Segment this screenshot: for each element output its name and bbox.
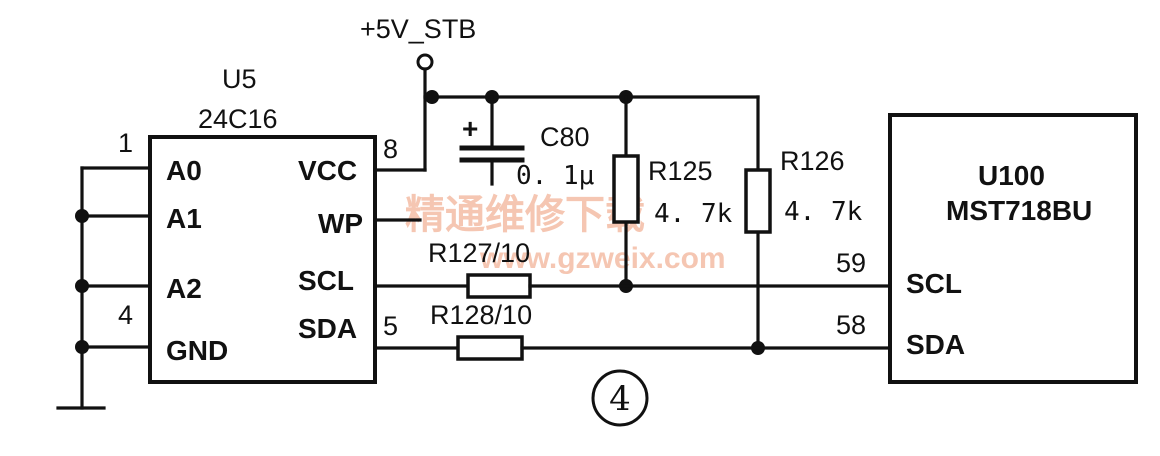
u5-pin-a0: A0 bbox=[166, 155, 202, 186]
junction-supply-1 bbox=[425, 90, 439, 104]
u100-ref: U100 bbox=[978, 160, 1045, 191]
u5-pin-scl: SCL bbox=[298, 265, 354, 296]
c80-ref: C80 bbox=[540, 122, 590, 152]
u5-pin4-number: 4 bbox=[118, 300, 133, 330]
r125-resistor bbox=[612, 154, 640, 224]
u100-pin59-number: 59 bbox=[836, 248, 866, 278]
power-terminal bbox=[416, 53, 434, 71]
u5-part: 24C16 bbox=[198, 104, 278, 134]
c80-value: 0. 1μ bbox=[516, 161, 594, 191]
u5-pin-vcc: VCC bbox=[298, 155, 357, 186]
u5-pin-a1: A1 bbox=[166, 203, 202, 234]
watermark-text: 精通维修下载 bbox=[405, 192, 645, 238]
r128-resistor bbox=[456, 335, 524, 361]
junction-a1 bbox=[75, 209, 89, 223]
r128-label: R128/10 bbox=[430, 300, 532, 330]
watermark-url: www.gzweix.com bbox=[479, 242, 726, 275]
u5-pin-wp: WP bbox=[318, 208, 363, 239]
u5-chip-body bbox=[148, 135, 377, 384]
r126-resistor bbox=[744, 168, 772, 234]
u100-pin-scl: SCL bbox=[906, 268, 962, 299]
figure-number: 4 bbox=[609, 379, 631, 419]
u5-pin5-number: 5 bbox=[383, 311, 398, 341]
u5-pin-a2: A2 bbox=[166, 273, 202, 304]
figure-number-circle bbox=[591, 369, 649, 427]
junction-gnd bbox=[75, 340, 89, 354]
u5-ref: U5 bbox=[222, 64, 257, 94]
r127-resistor bbox=[466, 273, 532, 299]
u100-pin-sda: SDA bbox=[906, 329, 965, 360]
c80-polarity: + bbox=[462, 113, 478, 144]
r126-value: 4. 7k bbox=[784, 197, 863, 227]
u5-pin1-number: 1 bbox=[118, 128, 133, 158]
power-label: +5V_STB bbox=[360, 14, 476, 44]
u5-pin8-number: 8 bbox=[383, 134, 398, 164]
junction-a2 bbox=[75, 279, 89, 293]
u100-chip-body bbox=[888, 113, 1138, 384]
u5-pin-gnd: GND bbox=[166, 335, 228, 366]
u100-pin58-number: 58 bbox=[836, 310, 866, 340]
r126-ref: R126 bbox=[780, 146, 845, 176]
u100-part: MST718BU bbox=[946, 195, 1092, 226]
u5-pin-sda: SDA bbox=[298, 313, 357, 344]
r127-label: R127/10 bbox=[428, 238, 530, 268]
r125-value: 4. 7k bbox=[654, 199, 733, 229]
r125-ref: R125 bbox=[648, 156, 713, 186]
